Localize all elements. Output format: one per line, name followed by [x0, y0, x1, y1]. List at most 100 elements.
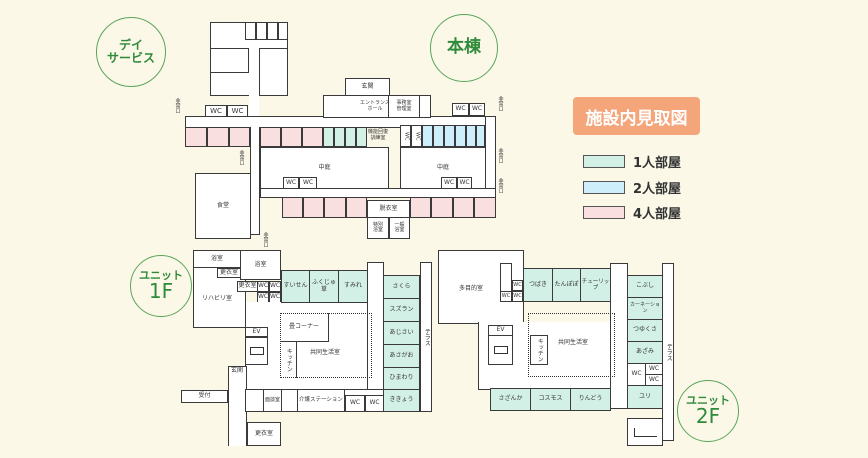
general-bath: 一般 浴室: [389, 217, 410, 239]
unit1-floor: 1F: [148, 279, 174, 304]
wc: WC: [365, 395, 384, 412]
multipurpose-label: 多目的室: [459, 285, 484, 292]
terrace: テラス: [420, 262, 432, 412]
day-service-text: デイ サービス: [106, 38, 155, 65]
care-station: 介護ステーション: [297, 389, 345, 412]
terrace-label: テラス: [665, 343, 673, 361]
wc: WC: [411, 125, 422, 147]
room-suisen: すいせん: [281, 270, 310, 303]
tatami-corner: 畳コーナー: [280, 313, 329, 342]
emergency-exit: 非常口: [174, 98, 181, 113]
legend-item-4: 4人部屋: [583, 203, 681, 222]
entrance-label: 玄関: [361, 82, 374, 90]
wc: WC: [469, 103, 485, 116]
room-ajisai: あじさい: [383, 321, 420, 345]
wc: WC: [400, 125, 411, 147]
four-person-room: [431, 197, 453, 218]
double-room: [476, 125, 485, 147]
changing-room: 更衣室: [247, 422, 281, 446]
four-person-room: [453, 197, 474, 218]
south-corridor: [260, 188, 496, 198]
wc: WC: [512, 291, 523, 302]
wc: WC: [452, 103, 469, 116]
consultation-room: 面談室: [263, 389, 282, 412]
changing-room: 更衣室: [237, 281, 258, 292]
legend-item-2: 2人部屋: [583, 178, 681, 197]
four-person-room: [229, 127, 250, 147]
rehab-label: リハビリ室: [202, 294, 233, 302]
bathroom: 浴室: [193, 250, 241, 268]
office: 事務室 管理室: [388, 95, 420, 118]
room: [278, 22, 288, 40]
bathroom: 浴室: [240, 250, 281, 280]
dressing-room: 脱衣室: [367, 200, 410, 218]
stairs-icon: [493, 346, 508, 354]
special-bath: 特別 浴室: [367, 217, 389, 239]
room-suzuran: スズラン: [383, 298, 420, 322]
legend-swatch: [583, 206, 625, 219]
unit2-floor: 2F: [695, 404, 721, 429]
common-area: [280, 313, 372, 378]
room: [210, 48, 249, 73]
common-living-room: 共同生活室: [310, 349, 341, 356]
emergency-exit: 非常口: [238, 150, 245, 165]
entrance: 玄関: [345, 78, 390, 96]
reception: 受付: [181, 390, 228, 403]
terrace: テラス: [662, 263, 674, 441]
room-cosmos: コスモス: [530, 388, 571, 411]
courtyard-left: 中庭: [260, 147, 389, 189]
emergency-exit: 非常口: [262, 232, 269, 247]
room: [259, 48, 288, 96]
room: [245, 22, 256, 40]
room-tanpopo: たんぽぽ: [552, 268, 581, 302]
room-sazanka: さざんか: [490, 388, 531, 411]
four-person-room: [207, 127, 229, 147]
double-room: [455, 125, 466, 147]
room: [281, 389, 298, 412]
legend-swatch: [583, 155, 625, 168]
room-kobushi: こぶし: [627, 275, 663, 298]
four-person-room: [474, 197, 496, 218]
double-room: [466, 125, 476, 147]
unit1-text: ユニット: [139, 268, 183, 282]
legend-item-1: 1人部屋: [583, 152, 681, 171]
wc: WC: [627, 363, 646, 386]
room-sumire: すみれ: [338, 270, 368, 303]
room: [256, 22, 267, 40]
room-sakura: さくら: [383, 275, 420, 299]
dining-room: 食堂: [195, 173, 251, 239]
courtyard-label: 中庭: [436, 163, 449, 171]
training-room: 機能回復 訓練室: [367, 129, 388, 141]
terrace-label: テラス: [423, 328, 431, 346]
wc: WC: [269, 281, 281, 292]
single-room: [323, 127, 334, 147]
unit2-text: ユニット: [686, 393, 730, 407]
room-kikyo: ききょう: [383, 389, 420, 412]
stairs: [488, 335, 513, 365]
stairs: [245, 337, 268, 365]
dining-label: 食堂: [216, 201, 229, 209]
room-rindo: りんどう: [570, 388, 611, 411]
four-person-room: [281, 127, 302, 147]
common-living-room: 共同生活室: [558, 339, 589, 346]
room-fukujuso: ふくじゅ草: [309, 270, 339, 303]
stairs: [627, 418, 663, 446]
room-azami: あざみ: [627, 341, 663, 364]
emergency-exit: 非常口: [497, 178, 504, 193]
room-tsubaki: つばき: [523, 268, 553, 302]
wc: WC: [345, 395, 365, 412]
four-person-room: [282, 197, 303, 218]
room-himawari: ひまわり: [383, 367, 420, 390]
four-person-room: [185, 127, 207, 147]
emergency-exit: 非常口: [497, 96, 504, 111]
room-tulip: チューリップ: [580, 268, 611, 302]
wc: WC: [512, 280, 523, 291]
single-room: [345, 127, 356, 147]
double-room: [433, 125, 444, 147]
legend-label: 2人部屋: [633, 182, 682, 197]
stairs-icon: [633, 427, 657, 437]
room-asagao: あさがお: [383, 344, 420, 368]
main-building-label: 本棟: [430, 14, 498, 82]
room-carnation: カーネーション: [627, 297, 663, 320]
